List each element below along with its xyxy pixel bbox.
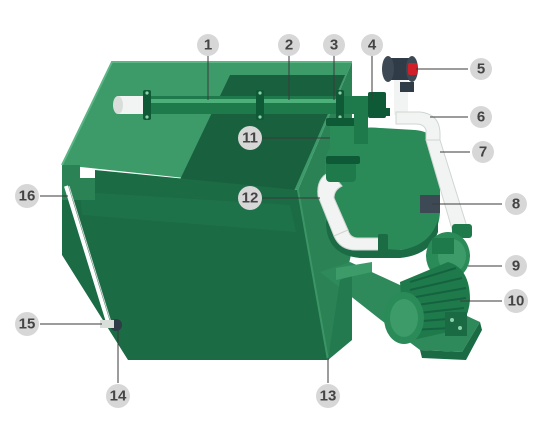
callout-13: 13 [316, 384, 340, 408]
callout-3: 3 [323, 34, 345, 56]
callout-6: 6 [470, 106, 492, 128]
valve-riser [394, 75, 408, 115]
valve-stem [400, 82, 414, 92]
tank-edge-highlight [61, 61, 352, 166]
callout-16: 16 [15, 184, 39, 208]
motor-end-face [390, 299, 418, 337]
base-rail [336, 262, 372, 280]
flange-bolt [145, 115, 149, 119]
check-valve-flange [326, 156, 360, 164]
flange-mid [256, 90, 264, 120]
pump-neck [432, 238, 454, 254]
tank-corner-edge [297, 189, 329, 361]
flange-bolt [145, 91, 149, 95]
check-valve-flange [326, 118, 360, 126]
pipe-clamp [420, 195, 440, 213]
svg-text:3: 3 [330, 37, 338, 54]
check-valve-body [330, 122, 356, 162]
svg-text:9: 9 [512, 258, 520, 275]
svg-text:6: 6 [477, 109, 485, 126]
svg-text:2: 2 [285, 37, 293, 54]
svg-text:5: 5 [477, 61, 485, 78]
callout-1: 1 [197, 34, 219, 56]
mount-bolt [458, 326, 462, 330]
valve-flange-left [382, 56, 394, 82]
callout-11: 11 [238, 126, 262, 150]
gauge-tube-shadow [68, 185, 112, 323]
flange-right [336, 90, 344, 120]
callouts: 1 2 3 4 5 6 7 8 9 10 11 [15, 34, 528, 408]
callout-15: 15 [15, 312, 39, 336]
svg-text:15: 15 [19, 316, 36, 333]
check-valve [326, 104, 368, 164]
tee-flange-vertical [368, 108, 390, 116]
pipe-white-stub [118, 96, 148, 114]
main-pipe [113, 90, 390, 120]
callout-4: 4 [361, 34, 383, 56]
flange-bolt [258, 91, 262, 95]
gate-valve [382, 56, 418, 115]
motor-mount [445, 312, 467, 336]
svg-text:11: 11 [242, 130, 258, 147]
tank-front-band [80, 192, 296, 232]
flange-bolt [338, 91, 342, 95]
check-valve-pipe [354, 104, 368, 144]
callout-2: 2 [278, 34, 300, 56]
level-gauge [64, 185, 122, 331]
pipe-segment-1 [145, 96, 260, 114]
svg-text:10: 10 [508, 293, 525, 310]
callout-7: 7 [472, 141, 494, 163]
flange-bolt [338, 115, 342, 119]
suction-flange [326, 160, 356, 182]
gauge-tube [64, 185, 110, 323]
pump-motor-assembly [384, 232, 470, 344]
pipe-highlight [145, 99, 345, 103]
svg-text:13: 13 [320, 388, 337, 405]
svg-text:7: 7 [479, 144, 487, 161]
mount-bolt [450, 318, 454, 322]
pipe-end-cap [113, 96, 123, 114]
svg-text:12: 12 [242, 190, 259, 207]
svg-text:4: 4 [368, 37, 377, 54]
flange-left [143, 90, 151, 120]
flange-bolt [258, 115, 262, 119]
gauge-fitting [100, 320, 114, 328]
callout-5: 5 [470, 58, 492, 80]
base-plate-edge [420, 322, 482, 360]
callout-9: 9 [505, 255, 527, 277]
pipe-segment-2 [260, 96, 340, 114]
base-bracket [328, 275, 352, 360]
callout-10: 10 [504, 289, 528, 313]
svg-text:1: 1 [204, 37, 212, 54]
valve-handle [408, 63, 417, 75]
svg-text:16: 16 [19, 188, 36, 205]
svg-text:14: 14 [110, 388, 127, 405]
discharge-pipe [395, 111, 472, 238]
suction-pipe [317, 160, 388, 254]
callout-12: 12 [238, 186, 262, 210]
callout-8: 8 [505, 193, 527, 215]
suction-cap [378, 234, 388, 254]
svg-text:8: 8 [512, 196, 520, 213]
callout-14: 14 [106, 384, 130, 408]
